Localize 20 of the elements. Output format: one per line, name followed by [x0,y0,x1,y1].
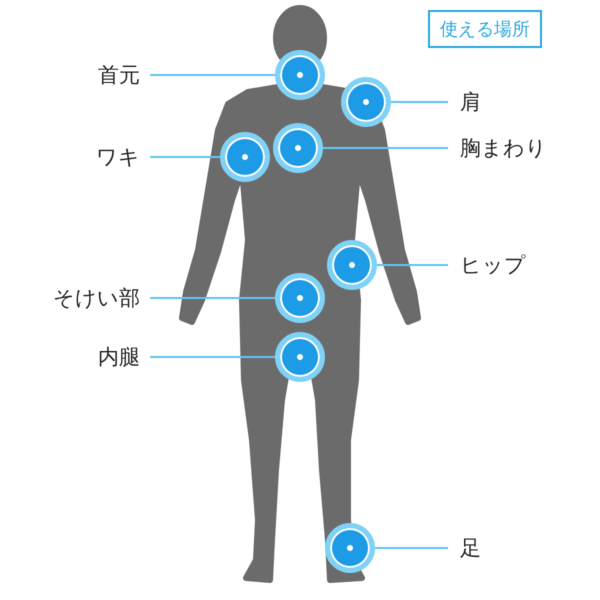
spot-marker [327,240,377,290]
leader-line [375,547,448,549]
body-part-label: 胸まわり [448,133,547,163]
body-part-label: 内腿 [98,342,150,372]
body-part-label: ヒップ [448,250,526,280]
spot-marker [325,523,375,573]
leader-line [377,264,448,266]
leader-line [323,147,448,149]
body-part-label: 肩 [448,87,481,117]
leader-line [150,356,275,358]
leader-line [150,74,275,76]
body-part-label: 足 [448,533,481,563]
body-part-label: 首元 [98,60,150,90]
body-part-label: ワキ [96,142,150,172]
leader-line [150,297,275,299]
leader-line [150,156,220,158]
leader-line [391,101,448,103]
body-part-label: そけい部 [53,283,150,313]
spot-marker [341,77,391,127]
heading-box: 使える場所 [428,10,542,48]
